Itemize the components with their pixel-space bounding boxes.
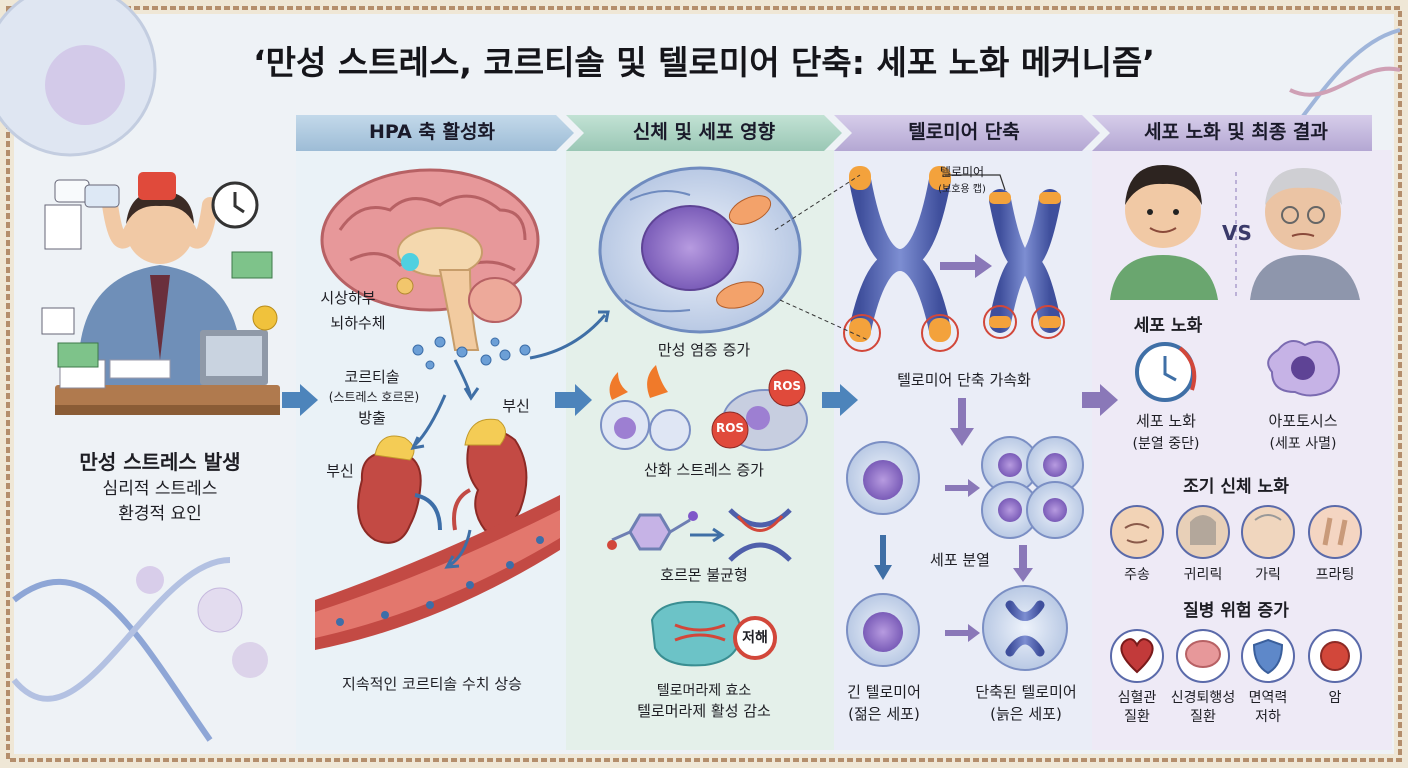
label-cortisol-desc: (스트레스 호르몬) (328, 390, 420, 404)
label-adrenal-left: 부신 (326, 462, 354, 480)
label-telomerase-activity: 텔로머라제 활성 감소 (637, 702, 771, 720)
division-arrows (945, 398, 1033, 642)
label-telomere-acceleration: 텔로미어 단축 가속화 (897, 371, 1031, 389)
disease-3-line-1: 면역력 (1248, 690, 1288, 706)
label-early-aging: 조기 신체 노화 (1183, 477, 1289, 497)
oxidative-stress-illustration (600, 365, 808, 451)
label-long-telomere: 긴 텔로미어 (847, 683, 921, 701)
clock-icon (1135, 342, 1197, 402)
arrow-telomere-to-aging (1082, 384, 1118, 416)
dna-helix-bottom-left (11, 557, 231, 742)
stress-line-2: 환경적 요인 (118, 504, 202, 524)
telomerase-enzyme-illustration (650, 600, 777, 667)
label-cortisol: 코르티솔 (344, 368, 400, 386)
label-telomerase-enzyme: 텔로머라제 효소 (656, 683, 752, 699)
stress-title: 만성 스트레스 발생 (79, 450, 241, 474)
kidney-right (452, 418, 528, 534)
label-sustained-cortisol: 지속적인 코르티솔 수치 상승 (342, 675, 522, 693)
label-apoptosis-desc: (세포 사멸) (1269, 436, 1337, 452)
aging-sign-3: 가릭 (1255, 567, 1281, 583)
label-pituitary: 뇌하수체 (330, 314, 386, 332)
label-oxidative-stress: 산화 스트레스 증가 (644, 461, 764, 479)
ros-label-1: ROS (772, 379, 802, 393)
header-banner-hpa (296, 115, 574, 151)
header-banner-aging (1092, 115, 1372, 151)
disease-3-line-2: 저하 (1255, 709, 1281, 725)
header-banner-body (566, 115, 842, 151)
label-hormone-imbalance: 호르몬 불균형 (660, 566, 748, 584)
disease-4: 암 (1328, 690, 1342, 706)
disease-2-line-2: 질환 (1190, 709, 1216, 725)
young-face-illustration (1110, 165, 1218, 300)
header-body-cell: 신체 및 세포 영향 (632, 121, 776, 143)
label-disease-risk: 질병 위험 증가 (1183, 601, 1289, 621)
stress-line-1: 심리적 스트레스 (102, 479, 218, 499)
chromosome-long (843, 166, 959, 352)
label-cortisol-release: 방출 (358, 409, 386, 427)
header-hpa: HPA 축 활성화 (369, 121, 495, 143)
chromosome-short (983, 189, 1065, 339)
label-adrenal-right: 부신 (502, 397, 530, 415)
label-telomere-cap: 텔로미어 (939, 165, 985, 179)
ros-badge-2 (711, 411, 749, 449)
label-vs: VS (1222, 221, 1252, 245)
header-telomere: 텔로미어 단축 (908, 121, 1020, 143)
label-inhibit: 저해 (742, 630, 768, 646)
cell-division-illustration (846, 436, 1084, 671)
label-cell-division: 세포 분열 (930, 551, 990, 569)
disease-icons (1110, 629, 1362, 683)
label-apoptosis: 아포토시스 (1268, 412, 1338, 430)
inflamed-cell-illustration (598, 166, 802, 334)
inhibit-badge (733, 616, 777, 660)
arrow-stress-to-hpa (282, 384, 318, 416)
brain-illustration (320, 168, 540, 351)
label-senescence-title: 세포 노화 (1133, 316, 1203, 336)
header-aging: 세포 노화 및 최종 결과 (1144, 121, 1328, 143)
aging-sign-icons (1110, 505, 1362, 559)
aging-sign-2: 귀리릭 (1183, 567, 1223, 583)
label-hypothalamus: 시상하부 (320, 289, 376, 307)
disease-1-line-2: 질환 (1124, 709, 1150, 725)
kidney-left (357, 435, 442, 544)
arrow-body-to-telomere (822, 384, 858, 416)
old-face-illustration (1250, 168, 1360, 300)
stressed-person-illustration (41, 172, 280, 415)
cortisol-particles (412, 336, 531, 370)
disease-2-line-1: 신경퇴행성 (1170, 690, 1236, 706)
hpa-arrows (410, 310, 610, 569)
arrow-hpa-to-body (555, 384, 592, 416)
aging-sign-1: 주송 (1124, 567, 1150, 583)
label-inflammation: 만성 염증 증가 (657, 341, 751, 359)
label-senescence: 세포 노화 (1136, 412, 1196, 430)
page-title: ‘만성 스트레스, 코르티솔 및 텔로미어 단축: 세포 노화 메커니즘’ (253, 43, 1155, 82)
apoptosis-cell-icon (1267, 340, 1340, 397)
dna-helix-top-right (1289, 28, 1401, 122)
label-young-cell: (젊은 세포) (848, 705, 920, 723)
label-senescence-desc: (분열 중단) (1132, 436, 1200, 452)
blood-vessel (315, 495, 560, 650)
label-short-telomere: 단축된 텔로미어 (975, 683, 1077, 701)
header-banner-telomere (834, 115, 1100, 151)
aging-sign-4: 프라팅 (1315, 567, 1355, 583)
ros-label-2: ROS (715, 421, 745, 435)
disease-1-line-1: 심혈관 (1117, 690, 1157, 706)
connector-arrows (282, 384, 1118, 416)
hormone-imbalance-illustration (607, 508, 792, 562)
label-old-cell: (늙은 세포) (990, 705, 1062, 723)
arrow-chromosome-shortening (940, 254, 992, 278)
label-telomere-cap-desc: (보호용 캡) (938, 184, 986, 195)
ros-badge-1 (768, 369, 806, 407)
